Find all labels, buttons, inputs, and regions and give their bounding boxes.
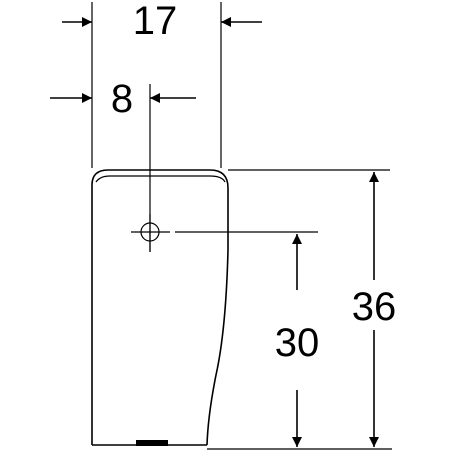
- cistern-lid-line: [95, 175, 226, 183]
- cistern-outline: [91, 169, 229, 446]
- cistern-body: [91, 169, 229, 446]
- dimension-30-label: 30: [275, 321, 320, 365]
- extension-lines: [91, 2, 392, 450]
- dimension-8-label: 8: [111, 77, 133, 121]
- inlet-center-mark: [131, 214, 170, 252]
- dimension-36-label: 36: [352, 285, 397, 329]
- dimension-17-label: 17: [133, 0, 178, 43]
- cistern-outlet: [136, 440, 168, 446]
